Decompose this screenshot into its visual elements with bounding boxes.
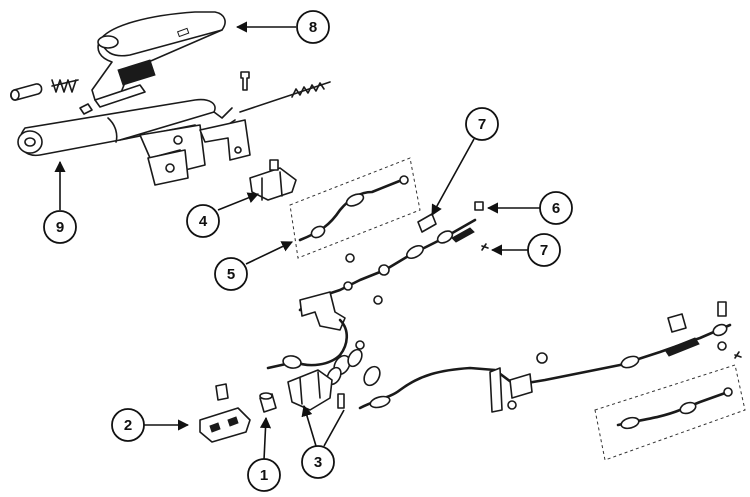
equalizer-part: [249, 159, 297, 201]
callout-4: 4: [186, 204, 220, 238]
callout-7-lower-label: 7: [540, 242, 548, 259]
rear-cable-assembly: [358, 301, 742, 413]
callout-1-label: 1: [260, 467, 268, 484]
leader-lines: [54, 21, 540, 461]
callout-5-label: 5: [227, 266, 235, 283]
callout-3-label: 3: [314, 454, 322, 471]
callout-9-label: 9: [56, 219, 64, 236]
rear-cable-detail: [594, 364, 746, 461]
small-bolt-top: [240, 71, 250, 91]
parking-brake-lever: [17, 98, 251, 186]
lever-button-cap: [10, 83, 43, 101]
cable-bracket: [287, 369, 345, 411]
front-cable-assembly: [289, 157, 421, 259]
callout-7-upper: 7: [465, 107, 499, 141]
callout-6-label: 6: [552, 200, 560, 217]
callout-3: 3: [301, 445, 335, 479]
adjusting-spring-rod: [239, 81, 331, 113]
callout-9: 9: [43, 210, 77, 244]
callout-4-label: 4: [199, 213, 208, 230]
cable-clip: [199, 383, 251, 443]
pivot-bolt: [79, 103, 93, 115]
cable-bushing: [259, 392, 277, 413]
callout-8: 8: [296, 10, 330, 44]
callout-2-label: 2: [124, 417, 132, 434]
callout-6: 6: [539, 191, 573, 225]
intermediate-cable: [266, 201, 489, 370]
callout-8-label: 8: [309, 19, 317, 36]
lever-button-spring: [51, 79, 79, 93]
callout-2: 2: [111, 408, 145, 442]
callout-1: 1: [247, 458, 281, 492]
callout-7-lower: 7: [527, 233, 561, 267]
cable-grommets: [326, 348, 381, 387]
callout-7-upper-label: 7: [478, 116, 486, 133]
callout-5: 5: [214, 257, 248, 291]
lever-cover-part: [91, 11, 226, 108]
